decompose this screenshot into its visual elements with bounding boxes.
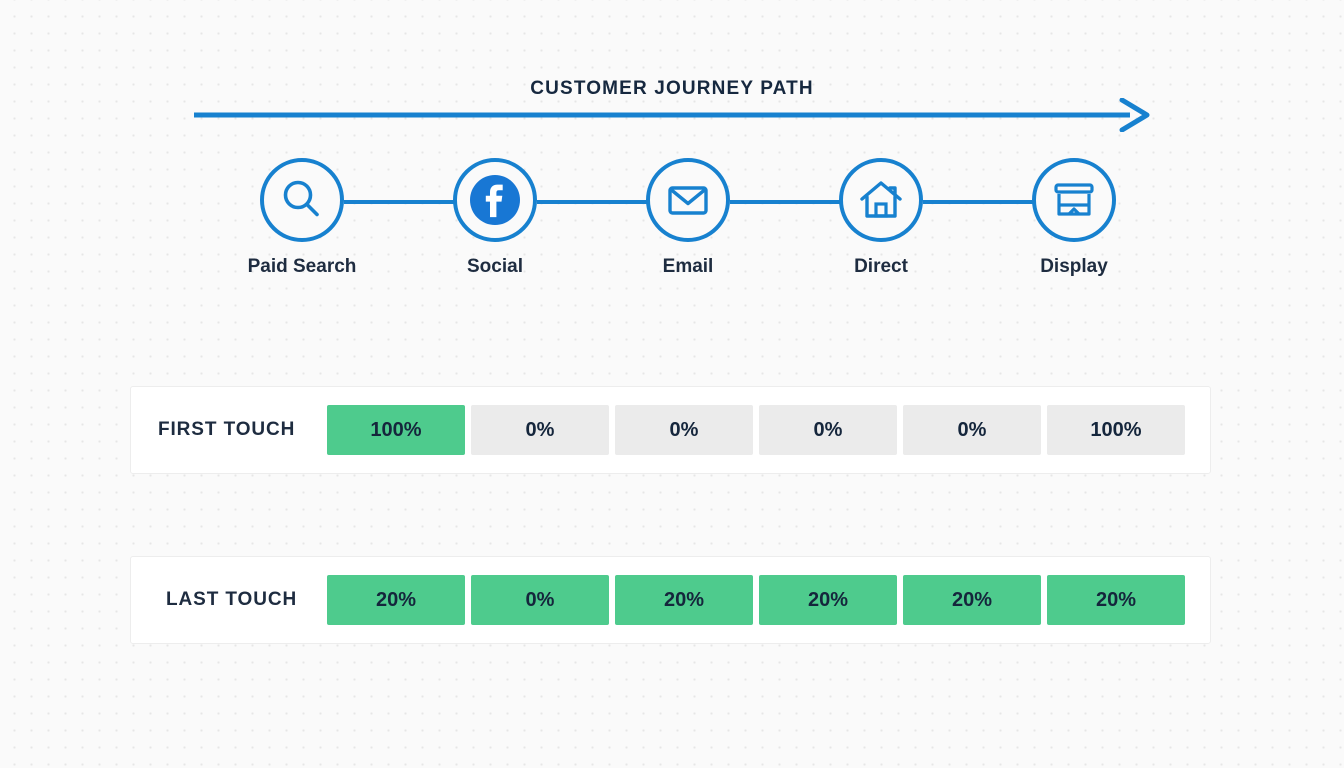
magnifier-icon [283, 180, 319, 217]
step-label-email: Email [662, 256, 714, 277]
step-circle-direct [839, 158, 923, 242]
attribution-label-last-touch: LAST TOUCH [166, 589, 298, 610]
envelope-icon [668, 186, 708, 215]
attribution-cell: 0% [759, 405, 897, 455]
step-circle-paid-search [260, 158, 344, 242]
attribution-cell: 0% [471, 575, 609, 625]
attribution-cell: 0% [471, 405, 609, 455]
connector-line-2 [537, 200, 681, 204]
connector-line-4 [923, 200, 1067, 204]
attribution-cells-first-touch: 100% 0% 0% 0% 0% 100% [327, 405, 1185, 455]
attribution-label-first-touch: FIRST TOUCH [158, 419, 296, 440]
attribution-cell: 100% [1047, 405, 1185, 455]
step-circle-email [646, 158, 730, 242]
step-circle-social [453, 158, 537, 242]
step-label-display: Display [1040, 256, 1108, 277]
journey-step-display[interactable]: Display [1019, 148, 1129, 278]
step-circle-display [1032, 158, 1116, 242]
page-title: CUSTOMER JOURNEY PATH [530, 78, 814, 99]
attribution-cell: 0% [903, 405, 1041, 455]
connector-line-1 [344, 200, 488, 204]
step-label-paid-search: Paid Search [247, 256, 357, 277]
journey-step-direct[interactable]: Direct [826, 148, 936, 278]
attribution-cells-last-touch: 20% 0% 20% 20% 20% 20% [327, 575, 1185, 625]
journey-steps: Paid Search Social Email [192, 148, 1152, 288]
step-label-direct: Direct [854, 256, 908, 277]
attribution-cell: 20% [1047, 575, 1185, 625]
attribution-row-last-touch: LAST TOUCH 20% 0% 20% 20% 20% 20% [130, 556, 1211, 644]
journey-step-paid-search[interactable]: Paid Search [247, 148, 357, 278]
journey-step-email[interactable]: Email [633, 148, 743, 278]
journey-step-social[interactable]: Social [440, 148, 550, 278]
house-icon [860, 181, 902, 218]
attribution-cell: 20% [903, 575, 1041, 625]
connector-line-3 [730, 200, 874, 204]
attribution-cell: 20% [615, 575, 753, 625]
right-arrow-icon [194, 98, 1150, 132]
step-label-social: Social [467, 256, 523, 277]
facebook-icon [470, 175, 520, 225]
attribution-cell: 100% [327, 405, 465, 455]
attribution-cell: 20% [759, 575, 897, 625]
storefront-icon [1054, 183, 1094, 216]
attribution-row-first-touch: FIRST TOUCH 100% 0% 0% 0% 0% 100% [130, 386, 1211, 474]
attribution-cell: 20% [327, 575, 465, 625]
attribution-cell: 0% [615, 405, 753, 455]
